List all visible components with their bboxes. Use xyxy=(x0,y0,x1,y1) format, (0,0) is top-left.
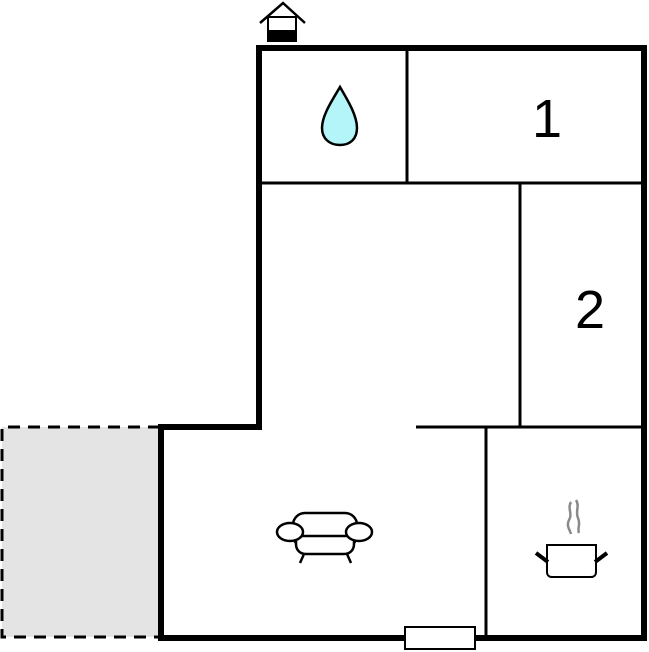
interior-walls xyxy=(259,48,644,638)
terrace xyxy=(0,425,160,639)
window-icon xyxy=(404,626,476,650)
water-drop-icon xyxy=(320,84,359,147)
sofa-icon xyxy=(275,511,374,564)
room-label-2: 2 xyxy=(575,280,606,340)
cooking-pot-icon xyxy=(534,499,609,578)
room-label-1: 1 xyxy=(532,89,563,149)
house-entrance-icon xyxy=(259,1,306,42)
outer-wall xyxy=(158,45,647,641)
